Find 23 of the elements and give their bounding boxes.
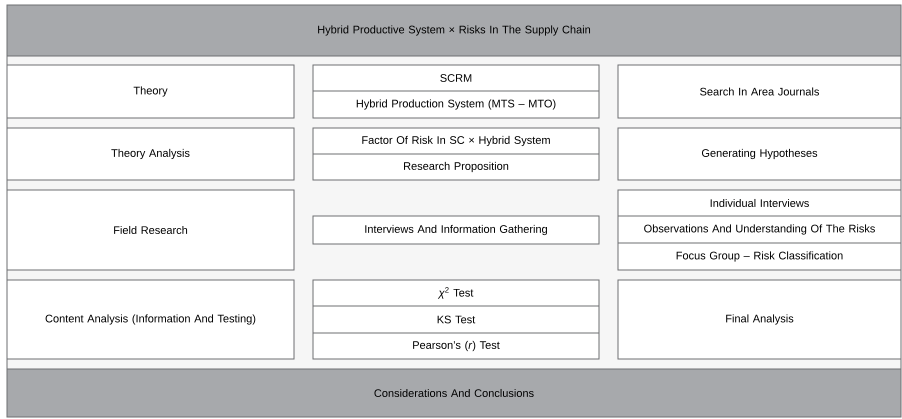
step-box: χ$^{2}$ Test [312,280,600,306]
step-box: Research Proposition [312,154,600,180]
stage-box: Generating Hypotheses [618,127,902,180]
step-box: SCRM [312,64,600,92]
heading-band: Considerations And Conclusions [6,368,902,418]
step-box: KS Test [312,305,600,334]
heading-band: Hybrid Productive System × Risks In The Supply Chain [6,4,902,56]
stage-box: Content Analysis (Information And Testing) [6,280,294,360]
step-box: Observations And Understanding Of The Risks [618,216,902,244]
stage-box: Theory Analysis [6,127,294,180]
stage-box: Field Research [6,189,294,270]
step-box: Individual Interviews [618,189,902,216]
step-box: Hybrid Production System (MTS – MTO) [312,90,600,118]
stage-box: Theory [6,64,294,118]
step-box: Focus Group – Risk Classification [618,242,902,270]
node-label: Observations And Understanding Of The Risks [644,224,875,235]
stage-box: Search In Area Journals [618,64,902,118]
step-box: Factor Of Risk In SC × Hybrid System [312,127,600,154]
node-label: Individual Interviews [710,198,809,208]
step-box: Interviews And Information Gathering [312,216,600,244]
step-box: Pearson’s (r) Test [312,332,600,360]
node-label: Focus Group – Risk Classification [676,251,842,262]
stage-box: Final Analysis [618,280,902,360]
